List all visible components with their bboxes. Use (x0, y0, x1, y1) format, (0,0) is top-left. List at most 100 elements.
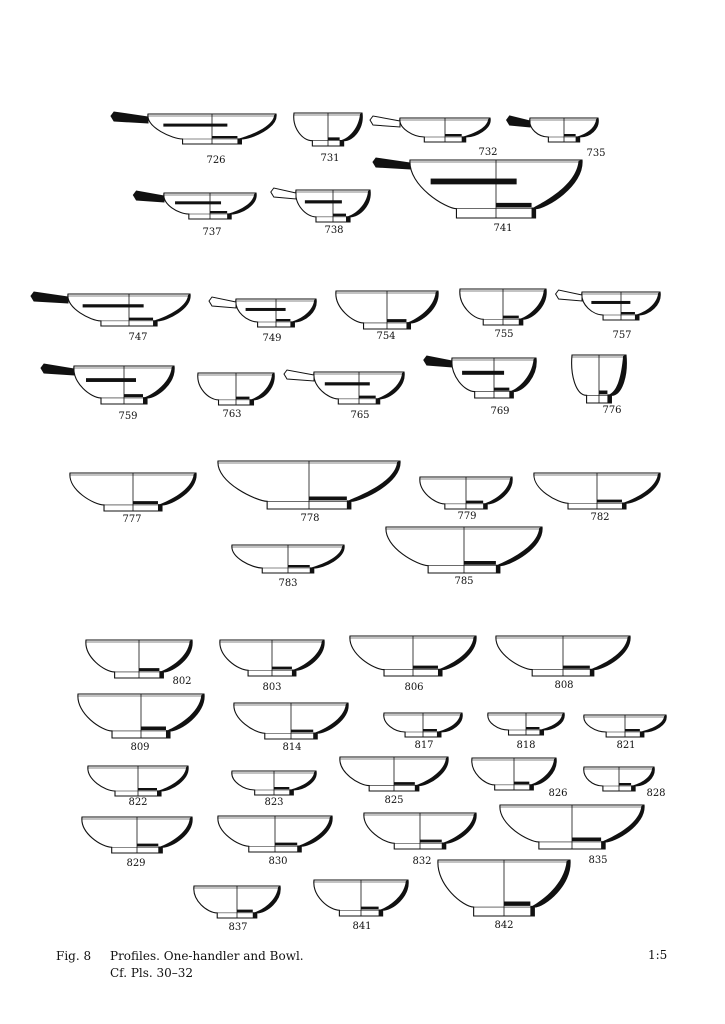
profile-808: 808 (495, 635, 631, 691)
profile-837: 837 (193, 885, 281, 933)
vessel-section (420, 813, 477, 849)
handle (270, 187, 297, 200)
profile-number: 803 (262, 682, 281, 693)
painted-band (324, 382, 370, 386)
profile-769: 769 (423, 355, 537, 417)
profile-number: 738 (324, 225, 343, 236)
profile-747: 747 (30, 291, 191, 343)
vessel-section (133, 473, 197, 511)
vessel-section (129, 294, 191, 326)
vessel-section (274, 771, 317, 795)
vessel-section (625, 715, 667, 737)
profile-785: 785 (385, 526, 543, 587)
profile-823: 823 (231, 770, 317, 808)
handle (369, 115, 401, 128)
vessel-section (597, 473, 661, 509)
figure-title: Profiles. One-handler and Bowl. (110, 949, 304, 963)
vessel-section (141, 694, 205, 738)
profile-number: 818 (516, 740, 535, 751)
profile-number: 782 (590, 512, 609, 523)
vessel-section (276, 299, 317, 327)
profile-802: 802 (85, 639, 193, 687)
profile-number: 842 (494, 920, 513, 931)
handle (554, 289, 583, 302)
profile-number: 747 (128, 332, 147, 343)
profile-830: 830 (217, 815, 333, 867)
profile-number: 822 (128, 797, 147, 808)
painted-band (304, 200, 342, 204)
profile-number: 749 (262, 333, 281, 344)
profile-number: 802 (172, 676, 191, 687)
profile-number: 741 (493, 223, 512, 234)
vessel-section (333, 190, 371, 222)
handle (40, 363, 75, 376)
profile-783: 783 (231, 544, 345, 589)
vessel-section (139, 640, 193, 678)
profile-number: 835 (588, 855, 607, 866)
profile-841: 841 (313, 879, 409, 932)
vessel-section (137, 817, 193, 853)
profile-822: 822 (87, 765, 189, 808)
painted-band (163, 123, 228, 127)
profile-number: 765 (350, 410, 369, 421)
profile-number: 732 (478, 147, 497, 158)
profile-number: 763 (222, 409, 241, 420)
profile-number: 826 (548, 788, 567, 799)
profile-number: 821 (616, 740, 635, 751)
profile-763: 763 (197, 372, 275, 420)
profile-738: 738 (270, 187, 371, 236)
vessel-section (272, 640, 325, 676)
painted-band (591, 300, 631, 304)
handle (132, 190, 165, 203)
profile-number: 785 (454, 576, 473, 587)
profile-821: 821 (583, 714, 667, 751)
profile-number: 755 (494, 329, 513, 340)
profile-776: 776 (571, 354, 627, 416)
profile-755: 755 (459, 288, 547, 340)
profile-number: 735 (586, 148, 605, 159)
profile-842: 842 (437, 859, 571, 931)
profile-number: 817 (414, 740, 433, 751)
vessel-section (387, 291, 439, 329)
vessel-section (503, 289, 547, 325)
vessel-section (275, 816, 333, 852)
vessel-section (309, 461, 401, 509)
profile-number: 731 (320, 153, 339, 164)
vessel-section (359, 372, 405, 404)
profile-778: 778 (217, 460, 401, 524)
profile-number: 806 (404, 682, 423, 693)
vessel-section (464, 527, 543, 573)
profile-825: 825 (339, 756, 449, 806)
painted-band (175, 201, 222, 205)
profile-number: 837 (228, 922, 247, 933)
profile-803: 803 (219, 639, 325, 693)
profile-754: 754 (335, 290, 439, 342)
vessel-section (494, 358, 537, 398)
profile-757: 757 (554, 289, 661, 341)
handle (208, 296, 237, 309)
profile-782: 782 (533, 472, 661, 523)
profile-number: 777 (122, 514, 141, 525)
handle (30, 291, 69, 304)
profile-777: 777 (69, 472, 197, 525)
profile-806: 806 (349, 635, 477, 693)
vessel-section (361, 880, 409, 916)
handle (372, 157, 411, 170)
profile-number: 757 (612, 330, 631, 341)
vessel-section (572, 805, 645, 849)
profile-number: 823 (264, 797, 283, 808)
profile-number: 832 (412, 856, 431, 867)
profile-817: 817 (383, 712, 463, 751)
profile-number: 814 (282, 742, 301, 753)
vessel-section (291, 703, 349, 739)
painted-band (462, 370, 505, 375)
scale-label: 1:5 (648, 948, 668, 962)
vessel-section (237, 886, 281, 918)
profile-826: 826 (471, 757, 568, 799)
vessel-section (466, 477, 513, 509)
profile-number: 828 (646, 788, 665, 799)
figure-cross-reference: Cf. Pls. 30–32 (110, 966, 194, 980)
profile-number: 779 (457, 511, 476, 522)
